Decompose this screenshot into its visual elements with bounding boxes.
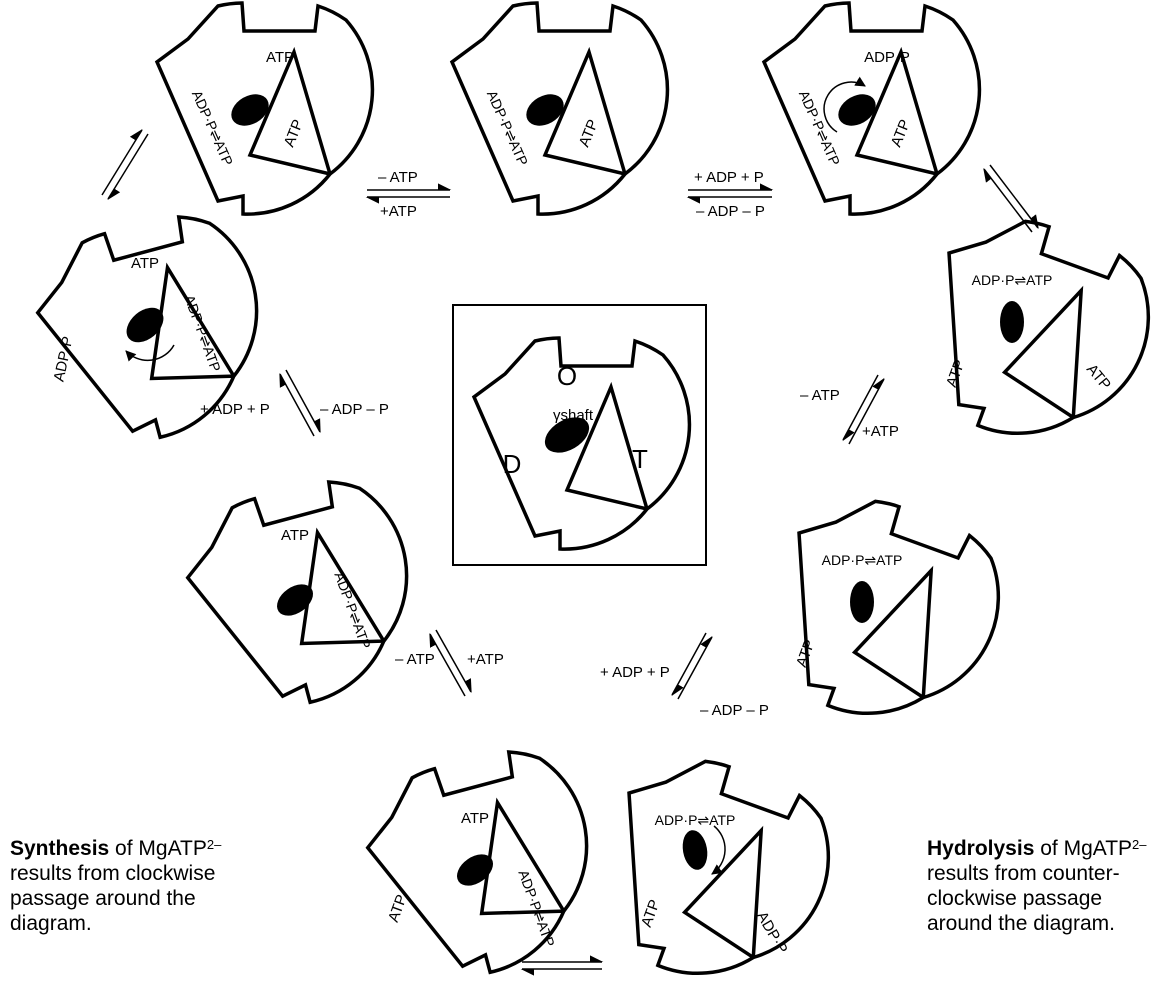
enzyme-state-9: ADP·P⇌ATP ATP ADP·P: [577, 738, 852, 985]
label-minus-adp-p-7-6: – ADP – P: [320, 401, 389, 418]
synthesis-superscript: 2–: [207, 837, 221, 852]
synthesis-caption: Synthesis of MgATP2– results from clockw…: [10, 836, 260, 936]
label-minus-atp-1-2: – ATP: [378, 169, 418, 186]
enzyme-state-6: ATP ADP·P ADP·P⇌ATP: [22, 200, 285, 460]
key-enzyme: [474, 338, 689, 549]
site-label-atp: ATP: [385, 892, 411, 924]
label-minus-atp-4-5: – ATP: [800, 387, 840, 404]
enzyme-state-7: ATP ADP·P⇌ATP: [172, 465, 435, 725]
open-site-label: ADP·P⇌ATP: [972, 272, 1053, 288]
synthesis-line-2: results from clockwise: [10, 861, 260, 886]
hydrolysis-superscript: 2–: [1132, 837, 1146, 852]
synthesis-line-3: passage around the: [10, 886, 260, 911]
synthesis-bold: Synthesis: [10, 837, 109, 860]
enzyme-state-3: ADP·P ATP ADP·P⇌ATP: [764, 3, 979, 214]
label-plus-adp-p-2-3: + ADP + P: [694, 169, 764, 186]
open-site-label: ADP·P⇌ATP: [822, 552, 903, 568]
equilibrium-2-3: [688, 190, 772, 197]
open-site-label: ATP: [266, 49, 294, 66]
label-plus-adp-p-5-9: + ADP + P: [600, 664, 670, 681]
equilibrium-1-2: [367, 190, 450, 197]
enzyme-state-4: ADP·P⇌ATP ATP ATP: [897, 198, 1156, 470]
key-open-site: O: [557, 361, 577, 391]
key-tight-site: T: [632, 444, 648, 474]
hydrolysis-caption: Hydrolysis of MgATP2– results from count…: [927, 836, 1152, 936]
hydrolysis-line-4: around the diagram.: [927, 911, 1152, 936]
label-plus-atp-8-7: +ATP: [467, 651, 504, 668]
enzyme-state-5: ADP·P⇌ATP ATP: [747, 478, 1022, 750]
equilibrium-5-9: [672, 633, 712, 699]
synthesis-line-4: diagram.: [10, 911, 260, 936]
equilibrium-6-1: [102, 130, 148, 199]
open-site-label: ATP: [281, 527, 309, 544]
hydrolysis-text: of MgATP: [1034, 837, 1132, 860]
label-plus-adp-p-7-6: + ADP + P: [200, 401, 270, 418]
key-shaft-label: γshaft: [553, 407, 594, 424]
gamma-shaft: [850, 581, 874, 623]
hydrolysis-bold: Hydrolysis: [927, 837, 1034, 860]
open-site-label: ATP: [461, 810, 489, 827]
enzyme-state-1: ATP ATP ADP·P⇌ATP: [157, 3, 372, 214]
enzyme-state-2: ATP ADP·P⇌ATP: [452, 3, 667, 214]
center-key: O T D γshaft: [453, 305, 706, 565]
open-site-label: ATP: [131, 255, 159, 272]
gamma-shaft: [1000, 301, 1024, 343]
enzyme-state-8: ATP ATP ADP·P⇌ATP: [352, 735, 615, 985]
hydrolysis-line-2: results from counter-: [927, 861, 1152, 886]
synthesis-text: of MgATP: [109, 837, 207, 860]
label-minus-adp-p-5-9: – ADP – P: [700, 702, 769, 719]
equilibrium-7-6: [280, 370, 320, 436]
label-plus-atp-4-5: +ATP: [862, 423, 899, 440]
key-loose-site: D: [503, 449, 522, 479]
label-minus-adp-p-2-3: – ADP – P: [696, 203, 765, 220]
hydrolysis-line-3: clockwise passage: [927, 886, 1152, 911]
label-plus-atp-1-2: +ATP: [380, 203, 417, 220]
label-minus-atp-8-7: – ATP: [395, 651, 435, 668]
equilibrium-9-8: [522, 962, 602, 969]
open-site-label: ADP·P: [864, 49, 910, 66]
equilibrium-8-7: [430, 630, 471, 696]
open-site-label: ADP·P⇌ATP: [655, 812, 736, 828]
